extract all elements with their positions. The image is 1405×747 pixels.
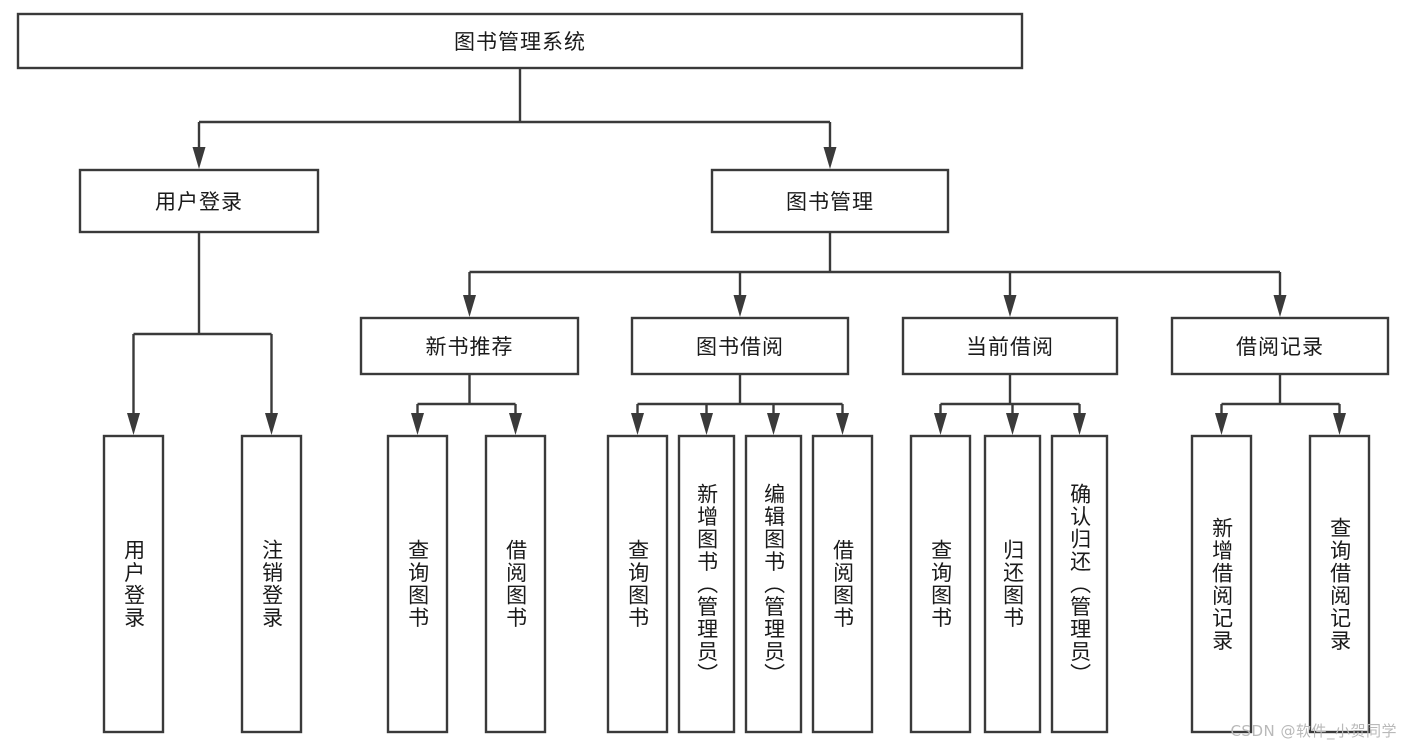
node-box-leaf-query-1[interactable] <box>386 434 449 734</box>
arrow-head-icon <box>1273 295 1287 317</box>
node-box-book-manage[interactable] <box>710 168 950 234</box>
edge-group-root <box>192 68 837 169</box>
node-box-leaf-edit-book[interactable] <box>744 434 803 734</box>
arrow-head-icon <box>192 147 206 169</box>
arrow-head-icon <box>836 413 849 435</box>
arrow-head-icon <box>265 413 278 435</box>
arrow-head-icon <box>1003 295 1017 317</box>
node-box-leaf-logout[interactable] <box>240 434 303 734</box>
edge-group-current-borrow <box>934 374 1086 435</box>
node-box-book-borrow[interactable] <box>630 316 850 376</box>
arrow-head-icon <box>1006 413 1019 435</box>
arrow-head-icon <box>767 413 780 435</box>
node-layer <box>16 12 1390 734</box>
arrow-head-icon <box>631 413 644 435</box>
edge-group-user-login <box>127 232 278 435</box>
arrow-head-icon <box>733 295 747 317</box>
arrow-head-icon <box>463 295 476 317</box>
node-box-user-login[interactable] <box>78 168 320 234</box>
arrow-head-icon <box>411 413 424 435</box>
connector-layer <box>127 68 1346 435</box>
node-box-leaf-borrow-2[interactable] <box>811 434 874 734</box>
edge-group-new-book-rec <box>411 374 522 435</box>
node-box-leaf-return[interactable] <box>983 434 1042 734</box>
node-box-borrow-record[interactable] <box>1170 316 1390 376</box>
edge-group-borrow-record <box>1215 374 1346 435</box>
node-box-leaf-query-3[interactable] <box>909 434 972 734</box>
node-box-leaf-user-login[interactable] <box>102 434 165 734</box>
edge-group-book-borrow <box>631 374 849 435</box>
node-box-current-borrow[interactable] <box>901 316 1119 376</box>
arrow-head-icon <box>127 413 140 435</box>
arrow-head-icon <box>1333 413 1346 435</box>
watermark: CSDN @软件_小贺同学 <box>1230 722 1397 740</box>
arrow-head-icon <box>509 413 522 435</box>
arrow-head-icon <box>934 413 947 435</box>
node-box-leaf-query-rec[interactable] <box>1308 434 1371 734</box>
node-box-leaf-borrow-1[interactable] <box>484 434 547 734</box>
node-box-leaf-add-rec[interactable] <box>1190 434 1253 734</box>
arrow-head-icon <box>1073 413 1086 435</box>
node-box-new-book-rec[interactable] <box>359 316 580 376</box>
node-box-leaf-add-book[interactable] <box>677 434 736 734</box>
node-box-leaf-query-2[interactable] <box>606 434 669 734</box>
arrow-head-icon <box>823 147 837 169</box>
node-box-root[interactable] <box>16 12 1024 70</box>
arrow-head-icon <box>700 413 713 435</box>
node-box-leaf-confirm[interactable] <box>1050 434 1109 734</box>
arrow-head-icon <box>1215 413 1228 435</box>
edge-group-book-manage <box>463 232 1287 317</box>
